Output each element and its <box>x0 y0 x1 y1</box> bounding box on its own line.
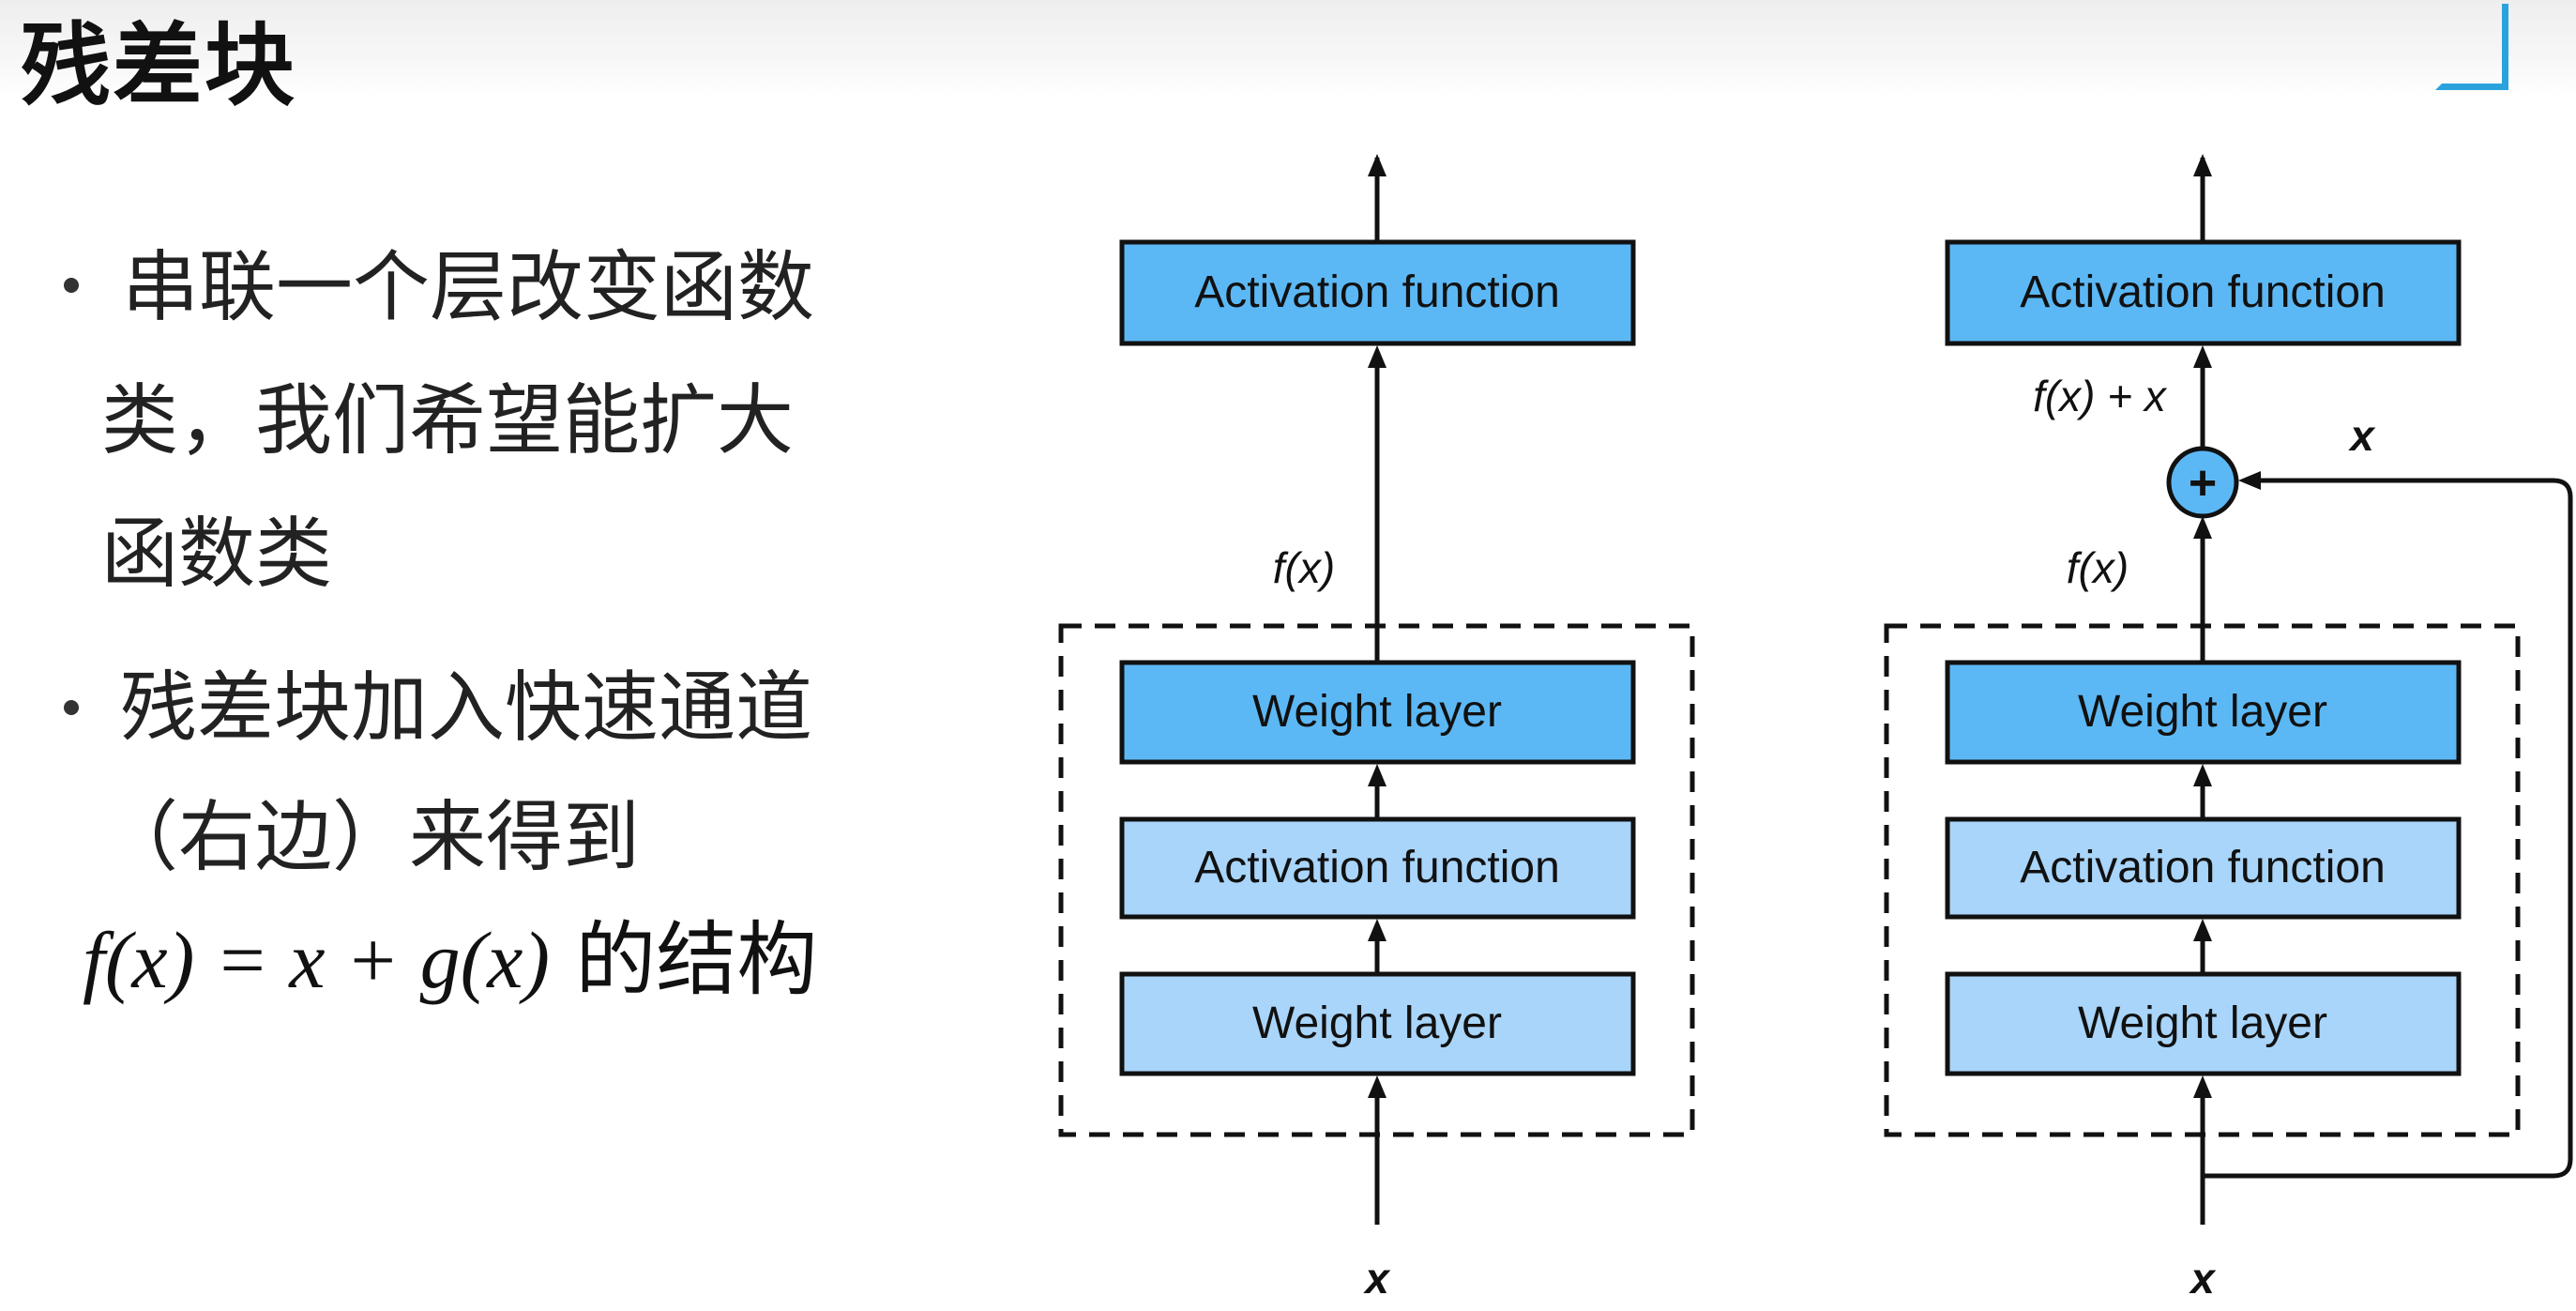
bullet-2-line-1: 残差块加入快速通道 <box>120 663 813 753</box>
left-top-activation-label: Activation function <box>1194 267 1560 317</box>
right-activation-middle <box>1945 816 2462 920</box>
left-diagram: Activation function f(x) Weight layer Ac… <box>1058 154 1695 1303</box>
formula-suffix: 的结构 <box>550 913 818 1007</box>
bullet-2-line-2: （右边）来得到 <box>101 793 641 882</box>
left-fx-arrowhead <box>1368 345 1386 368</box>
bullet-dot-2 <box>64 700 79 715</box>
right-weight-layer-top <box>1945 660 2462 765</box>
left-weight-layer-bottom <box>1119 971 1636 1076</box>
left-input-label: x <box>1362 1254 1391 1303</box>
right-weight-layer-bottom-label: Weight layer <box>2078 998 2327 1048</box>
bullet-dot-1 <box>64 278 79 293</box>
formula-expression: f(x) = x + g(x) <box>83 915 551 1005</box>
right-fx-arrowhead <box>2193 516 2212 539</box>
right-input-arrowhead <box>2193 1075 2212 1098</box>
title-bar <box>0 0 2576 99</box>
right-input-label: x <box>2188 1254 2217 1303</box>
left-output-arrowhead <box>1368 154 1386 176</box>
left-input-arrowhead <box>1368 1075 1386 1098</box>
right-inner-arrowhead-2 <box>2193 764 2212 786</box>
right-activation-middle-label: Activation function <box>2020 843 2386 892</box>
left-fx-label: f(x) <box>1273 543 1335 592</box>
right-sum-arrowhead <box>2193 345 2212 368</box>
bilibili-logo-icon <box>2435 4 2508 90</box>
left-top-activation-box <box>1119 239 1636 346</box>
right-fx-label: f(x) <box>2067 543 2129 592</box>
right-weight-layer-bottom <box>1945 971 2462 1076</box>
adder-plus-symbol: + <box>2189 456 2217 511</box>
right-inner-arrowhead-1 <box>2193 919 2212 941</box>
left-weight-layer-top-label: Weight layer <box>1252 687 1502 737</box>
right-weight-layer-top-label: Weight layer <box>2078 687 2327 737</box>
bullet-1-line-3: 函数类 <box>101 510 333 599</box>
bullet-1-line-1: 串联一个层改变函数 <box>122 243 815 332</box>
left-inner-arrowhead-2 <box>1368 764 1386 786</box>
left-activation-middle-label: Activation function <box>1194 843 1560 892</box>
formula-line: f(x) = x + g(x) 的结构 <box>83 920 817 1000</box>
right-diagram: Activation function f(x) + x + f(x) x We… <box>1884 154 2573 1303</box>
left-activation-middle <box>1119 816 1636 920</box>
right-output-arrowhead <box>2193 154 2212 176</box>
right-sum-label: f(x) + x <box>2033 372 2168 420</box>
shortcut-connection <box>2203 478 2573 1179</box>
right-top-activation-box <box>1945 239 2462 346</box>
slide-title: 残差块 <box>21 13 296 118</box>
left-inner-arrowhead-1 <box>1368 919 1386 941</box>
right-top-activation-label: Activation function <box>2020 267 2386 317</box>
shortcut-arrowhead <box>2238 471 2261 490</box>
left-weight-layer-bottom-label: Weight layer <box>1252 998 1502 1048</box>
shortcut-label: x <box>2347 411 2376 460</box>
left-weight-layer-top <box>1119 660 1636 765</box>
bullet-1-line-2: 类，我们希望能扩大 <box>101 376 795 465</box>
